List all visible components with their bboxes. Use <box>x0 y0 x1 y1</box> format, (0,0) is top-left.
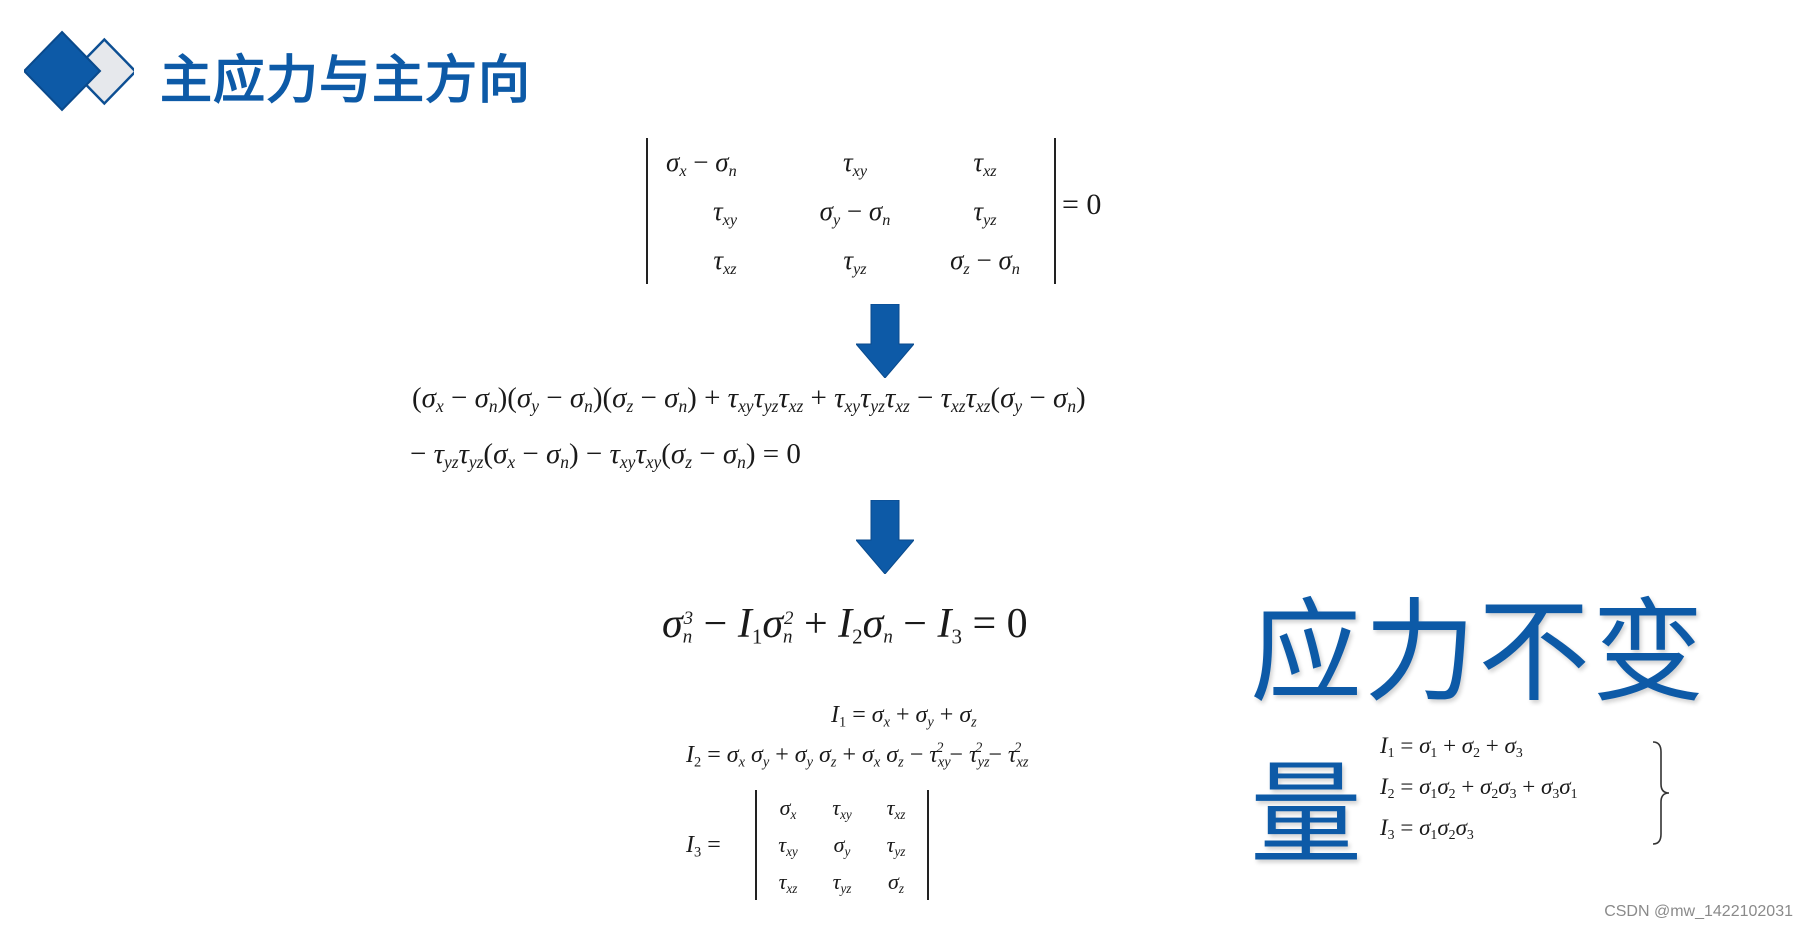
principal-invariant-I3: I3=σ1σ2σ3 <box>1380 815 1474 843</box>
expansion-line-2: −τyzτyz(σx−σn)−τxyτxy(σz−σn)=0 <box>410 438 801 473</box>
det-cell: σx <box>779 795 797 822</box>
invariant-I2: I2=σx σy+σy σz+σx σz−τxy2−τyz2−τxz2 <box>686 739 1029 771</box>
principal-invariant-I2: I2=σ1σ2+σ2σ3+σ3σ1 <box>1380 774 1578 802</box>
down-arrow-icon <box>856 304 914 378</box>
double-diamond-icon <box>24 30 134 112</box>
principal-invariant-I1: I1=σ1+σ2+σ3 <box>1380 733 1523 761</box>
det-cell: σy−σn <box>819 195 891 229</box>
det-cell: τxz <box>886 795 906 822</box>
down-arrow-icon <box>856 500 914 574</box>
det-cell: τyz <box>843 244 867 278</box>
invariant-I3-determinant: σx τxy τxz τxy σy τyz τxz τyz σz <box>755 790 929 900</box>
right-brace-icon <box>1652 741 1670 845</box>
det-cell: τxy <box>778 832 798 859</box>
det-cell: τyz <box>832 869 852 896</box>
det-cell: τxy <box>832 795 852 822</box>
det-cell: τxy <box>712 195 738 229</box>
determinant-equals: = 0 <box>1062 188 1102 221</box>
invariant-I1: I1=σx+σy+σz <box>831 702 977 731</box>
stress-invariants-label: 应力不变量 <box>1250 588 1706 880</box>
det-cell: σy <box>833 832 851 859</box>
invariant-I3-label: I3= <box>686 832 721 861</box>
watermark: CSDN @mw_1422102031 <box>1604 903 1793 920</box>
det-cell: σz <box>888 869 904 896</box>
det-cell: σx−σn <box>666 146 737 180</box>
expansion-line-1: (σx−σn)(σy−σn)(σz−σn)+τxyτyzτxz+τxyτyzτx… <box>412 382 1086 417</box>
det-cell: τxz <box>973 146 997 180</box>
det-cell: τyz <box>886 832 906 859</box>
page-title: 主应力与主方向 <box>160 51 532 111</box>
characteristic-equation: σn3−I1σn2+I2σn−I3=0 <box>662 601 1028 649</box>
det-cell: σz−σn <box>950 244 1020 278</box>
det-cell: τxz <box>778 869 798 896</box>
characteristic-determinant: σx−σn τxy τxz τxy σy−σn τyz τxz τyz σz−σ… <box>646 138 1056 284</box>
det-cell: τyz <box>973 195 997 229</box>
det-cell: τxy <box>842 146 868 180</box>
det-cell: τxz <box>713 244 737 278</box>
